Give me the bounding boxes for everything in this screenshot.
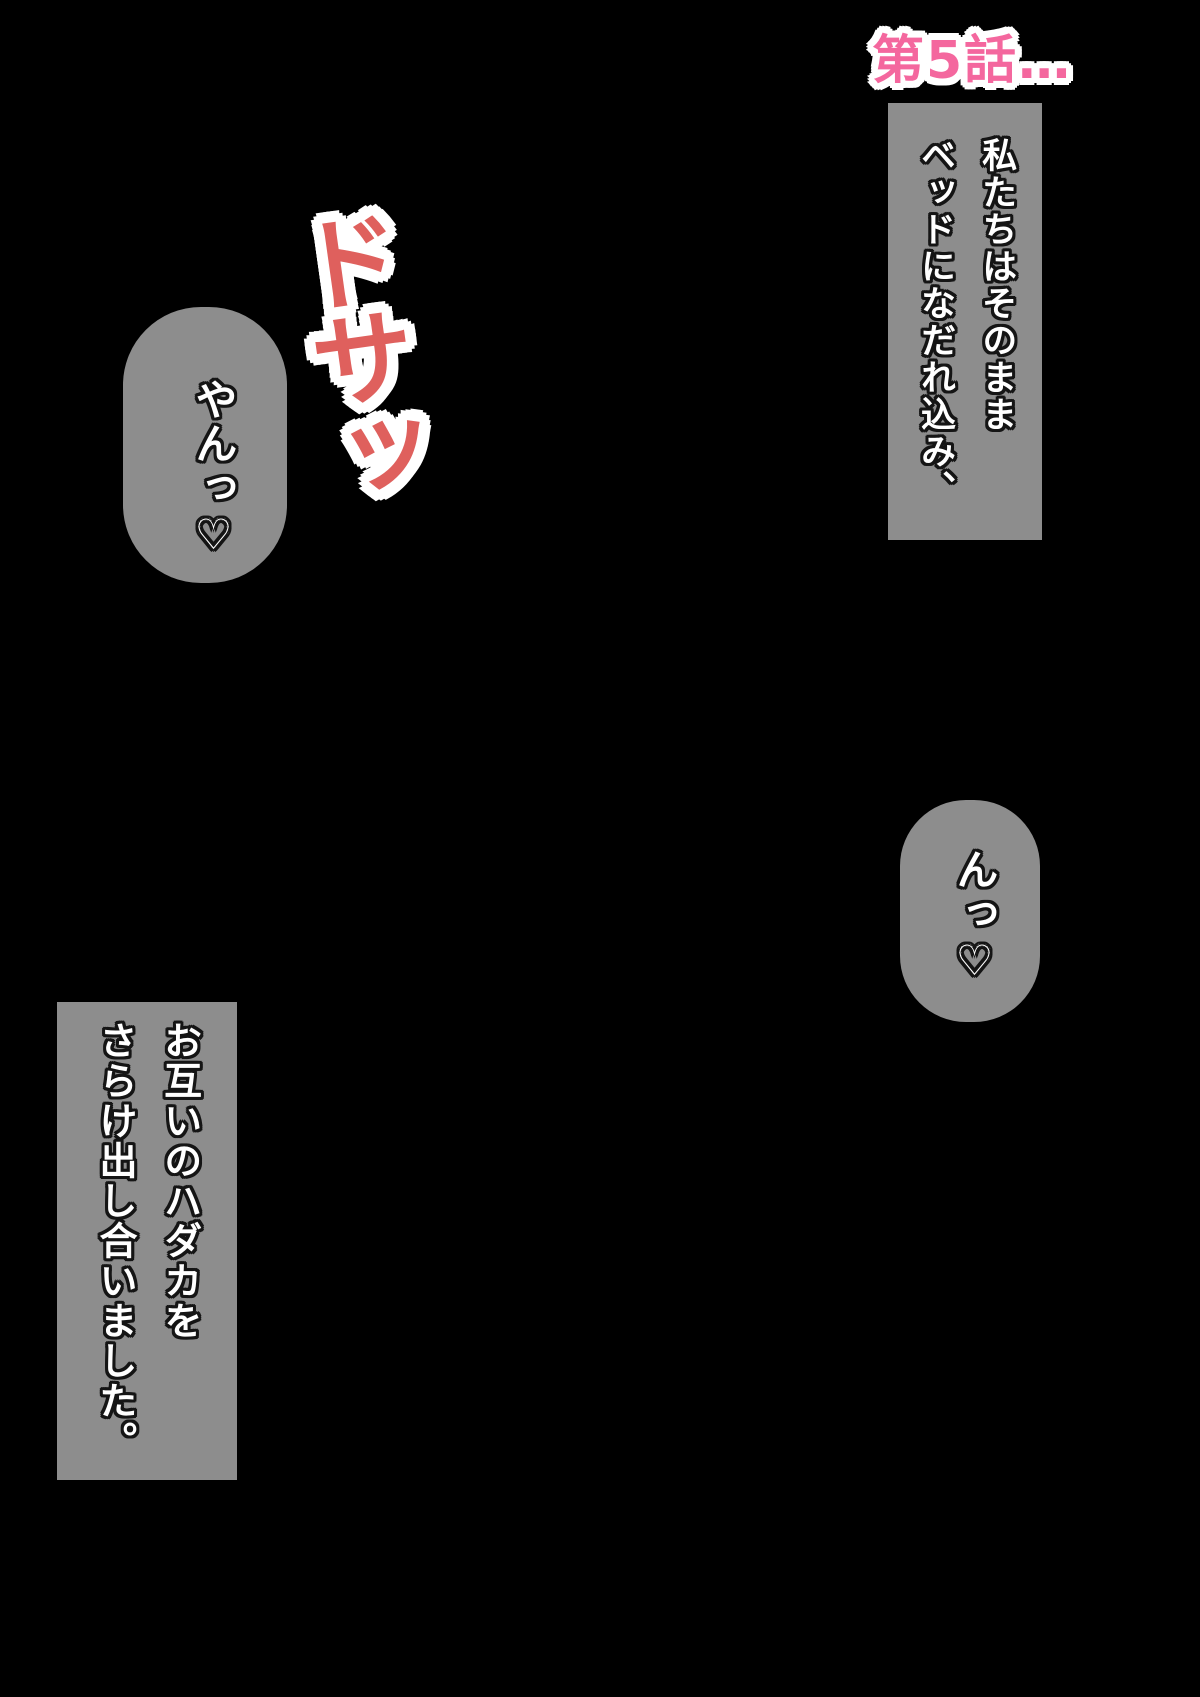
episode-title: 第5話… (872, 31, 1073, 91)
moan-text-right: んっ♡ (950, 848, 999, 987)
narration-text-top: 私たちはそのまま ベッドになだれ込み、 (915, 136, 1017, 507)
narration-panel-bottom-left: お互いのハダカを さらけ出し合いました。 (57, 1002, 237, 1480)
narration-text-bottom: お互いのハダカを さらけ出し合いました。 (93, 1021, 202, 1461)
speech-bubble-right (900, 800, 1040, 1022)
speech-bubble-left (123, 307, 287, 583)
narration-panel-top-right: 私たちはそのまま ベッドになだれ込み、 (888, 103, 1042, 540)
sfx-thud-text: ドサッ (272, 201, 435, 510)
moan-text-left: やんっ♡ (189, 378, 238, 561)
